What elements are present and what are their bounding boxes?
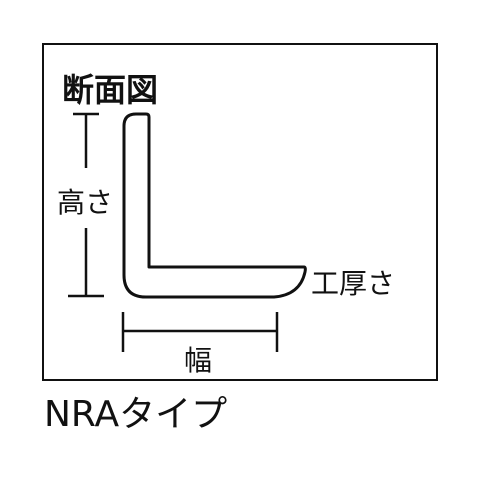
diagram-border [42,43,438,381]
angle-profile [122,112,307,299]
diagram-title: 断面図 [62,71,158,109]
thickness-label: 工厚さ [311,267,395,300]
height-label: 高さ [57,186,113,219]
type-caption: NRAタイプ [44,394,227,435]
width-dimension [121,312,279,352]
width-label: 幅 [184,344,212,377]
height-dimension [68,112,104,298]
